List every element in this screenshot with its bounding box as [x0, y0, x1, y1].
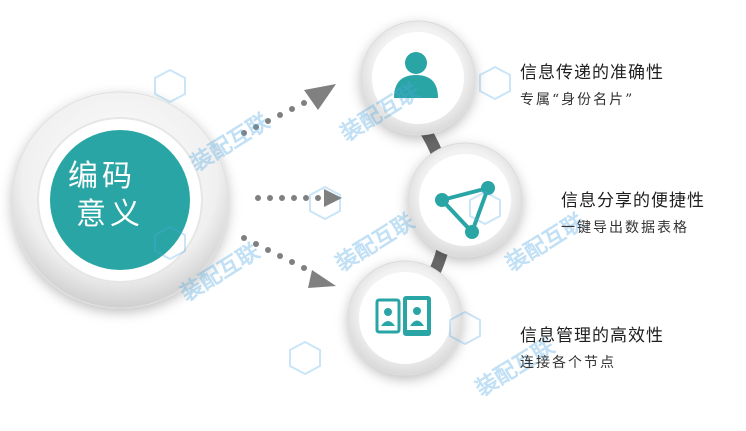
- arrow-middle: [255, 189, 342, 207]
- label-accuracy: 信息传递的准确性 专属“身份名片”: [520, 58, 664, 109]
- label-subtitle: 一键导出数据表格: [561, 220, 689, 236]
- share-icon: [435, 181, 495, 239]
- label-efficiency: 信息管理的高效性 连接各个节点: [520, 321, 664, 372]
- center-title-line1: 编码: [68, 159, 136, 194]
- label-convenience: 信息分享的便捷性 一键导出数据表格: [561, 186, 705, 237]
- node-convenience: [407, 142, 523, 258]
- arrow-top: [241, 84, 336, 136]
- center-node: [11, 91, 229, 309]
- label-title: 信息管理的高效性: [520, 326, 664, 346]
- center-title-line2: 意义: [76, 197, 144, 232]
- label-subtitle: 连接各个节点: [520, 355, 616, 371]
- arrow-bottom: [241, 235, 336, 288]
- devices-icon: [375, 296, 431, 336]
- label-title: 信息分享的便捷性: [561, 191, 705, 211]
- watermark-cubes: [154, 65, 511, 376]
- label-subtitle: 专属“身份名片”: [520, 92, 635, 108]
- person-icon: [394, 52, 438, 98]
- dotted-arrows: [241, 84, 342, 288]
- label-title: 信息传递的准确性: [520, 63, 664, 83]
- center-title: 编码 意义: [68, 158, 178, 234]
